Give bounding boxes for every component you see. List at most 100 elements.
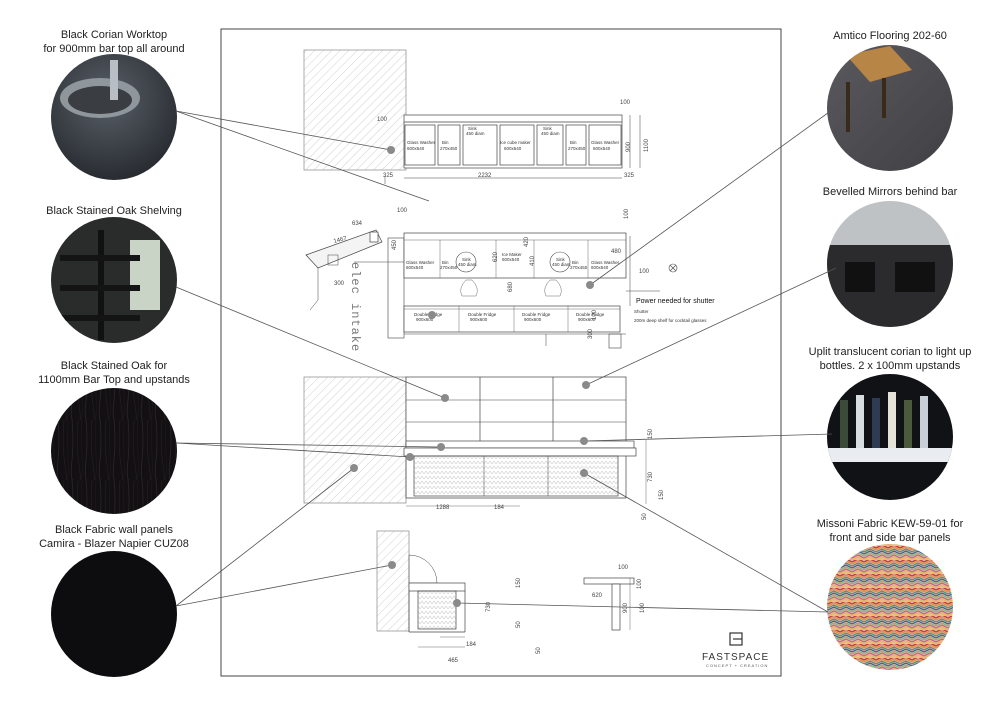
dim-label: 100 xyxy=(620,100,631,106)
shutter-note: Shutter xyxy=(634,309,649,314)
fridge-label: 900x600 xyxy=(524,317,542,322)
unit-label: 450 diam xyxy=(458,262,477,267)
dim-label: 420 xyxy=(524,236,530,247)
dim-label: 100 xyxy=(397,208,408,214)
unit-label: Bin xyxy=(572,260,579,265)
unit-label: 270x450 xyxy=(568,146,586,151)
dim-label: 2232 xyxy=(478,173,492,179)
unit-label: Glass Washer xyxy=(591,260,620,265)
material-label-missoni-fabric: Missoni Fabric KEW-59-01 for front and s… xyxy=(816,518,964,544)
dim-label: 325 xyxy=(624,173,635,179)
front-elevation-dims: 150 730 50 150 1288 184 xyxy=(436,428,665,520)
dim-label: 1100 xyxy=(644,138,650,152)
dim-label: 1467 xyxy=(333,236,348,245)
fridge-label: 900x600 xyxy=(470,317,488,322)
dim-label: 150 xyxy=(648,428,654,439)
dim-label: 50 xyxy=(516,621,522,628)
dim-label: 100 xyxy=(637,578,643,589)
unit-label: 600x540 xyxy=(593,146,611,151)
dim-label: 634 xyxy=(352,221,363,227)
elec-intake-label: elec intake xyxy=(348,262,362,352)
dim-label: 100 xyxy=(592,309,598,320)
dim-label: 100 xyxy=(377,117,388,123)
corian-worktop-swatch xyxy=(51,54,177,180)
fridge-label: 900x600 xyxy=(416,317,434,322)
dim-label: 620 xyxy=(592,593,603,599)
back-bar-units: Glass Washer 600x540 Bin 270x450 Sink 45… xyxy=(407,126,620,151)
dim-label: 1288 xyxy=(436,505,450,511)
side-elevation xyxy=(376,530,635,648)
dim-label: 184 xyxy=(494,505,505,511)
front-elevation xyxy=(303,376,647,507)
dim-label: 150 xyxy=(659,489,665,500)
sheet-frame xyxy=(220,28,782,677)
dim-label: 100 xyxy=(618,565,629,571)
unit-label: Glass Washer xyxy=(407,140,436,145)
unit-label: Sink xyxy=(543,126,553,131)
material-label-uplit-corian: Uplit translucent corian to light up bot… xyxy=(808,346,972,372)
dim-label: 410 xyxy=(530,255,536,266)
unit-label: 450 diam xyxy=(541,131,560,136)
dim-label: 50 xyxy=(536,647,542,654)
dim-label: 900 xyxy=(626,141,632,152)
unit-label: Bin xyxy=(570,140,577,145)
unit-label: Glass Washer xyxy=(591,140,620,145)
bar-plan-dims: 634 100 100 1467 450 300 620 410 420 680… xyxy=(333,208,650,339)
dim-label: 150 xyxy=(516,577,522,588)
unit-label: Bin xyxy=(442,140,449,145)
bevelled-mirror-swatch xyxy=(827,201,953,327)
unit-label: 600x540 xyxy=(502,257,520,262)
fastspace-logo: FASTSPACE CONCEPT + CREATION xyxy=(702,632,769,668)
dim-label: 480 xyxy=(611,249,622,255)
dim-label: 100 xyxy=(639,269,650,275)
material-label-oak-bar-top: Black Stained Oak for 1100mm Bar Top and… xyxy=(38,360,190,386)
dim-label: 50 xyxy=(642,513,648,520)
dim-label: 730 xyxy=(648,471,654,482)
callout-dots xyxy=(350,146,594,607)
dim-label: 300 xyxy=(334,281,345,287)
fabric-wall-panel-swatch xyxy=(51,551,177,677)
unit-label: 600x540 xyxy=(591,265,609,270)
unit-label: 450 diam xyxy=(466,131,485,136)
dim-label: 300 xyxy=(588,328,594,339)
unit-label: 600x540 xyxy=(406,265,424,270)
brand-tagline: CONCEPT + CREATION xyxy=(706,663,768,668)
unit-label: Ice Maker xyxy=(502,252,522,257)
unit-label: 270x450 xyxy=(570,265,588,270)
brand-name: FASTSPACE xyxy=(702,652,769,663)
fridge-label: Double Fridge xyxy=(522,312,551,317)
dim-label: 325 xyxy=(383,173,394,179)
dim-label: 900 xyxy=(623,602,629,613)
back-bar-elevation xyxy=(303,49,641,184)
shelf-note: 200m deep shelf for cocktail glasses xyxy=(634,318,707,323)
missoni-fabric-swatch xyxy=(827,544,953,670)
dim-label: 100 xyxy=(624,208,630,219)
unit-label: 600x540 xyxy=(407,146,425,151)
material-label-amtico-flooring: Amtico Flooring 202-60 xyxy=(833,30,947,42)
back-bar-elevation-dims: 100 100 325 2232 325 900 1100 xyxy=(377,100,650,179)
amtico-flooring-swatch xyxy=(827,45,953,171)
unit-label: Bin xyxy=(442,260,449,265)
unit-label: Sink xyxy=(468,126,478,131)
stained-oak-swatch xyxy=(51,388,177,514)
bar-plan xyxy=(305,229,678,349)
fridge-label: 900x600 xyxy=(578,317,596,322)
uplit-corian-swatch xyxy=(827,374,953,500)
power-note: Power needed for shutter xyxy=(636,298,715,305)
unit-label: 270x450 xyxy=(440,146,458,151)
unit-label: 600x540 xyxy=(504,146,522,151)
material-label-oak-shelving: Black Stained Oak Shelving xyxy=(46,205,182,217)
dim-label: 620 xyxy=(493,251,499,262)
oak-shelving-swatch xyxy=(51,217,177,343)
dim-label: 450 xyxy=(392,239,398,250)
dim-label: 730 xyxy=(486,601,492,612)
unit-label: Sink xyxy=(462,257,472,262)
unit-label: 450 diam xyxy=(552,262,571,267)
material-label-corian-worktop: Black Corian Worktop for 900mm bar top a… xyxy=(43,29,185,55)
material-label-bevelled-mirrors: Bevelled Mirrors behind bar xyxy=(822,186,958,198)
dim-label: 184 xyxy=(466,642,477,648)
fridge-label: Double Fridge xyxy=(468,312,497,317)
material-label-fabric-wall-panels: Black Fabric wall panels Camira - Blazer… xyxy=(39,524,189,550)
unit-label: 270x450 xyxy=(440,265,458,270)
